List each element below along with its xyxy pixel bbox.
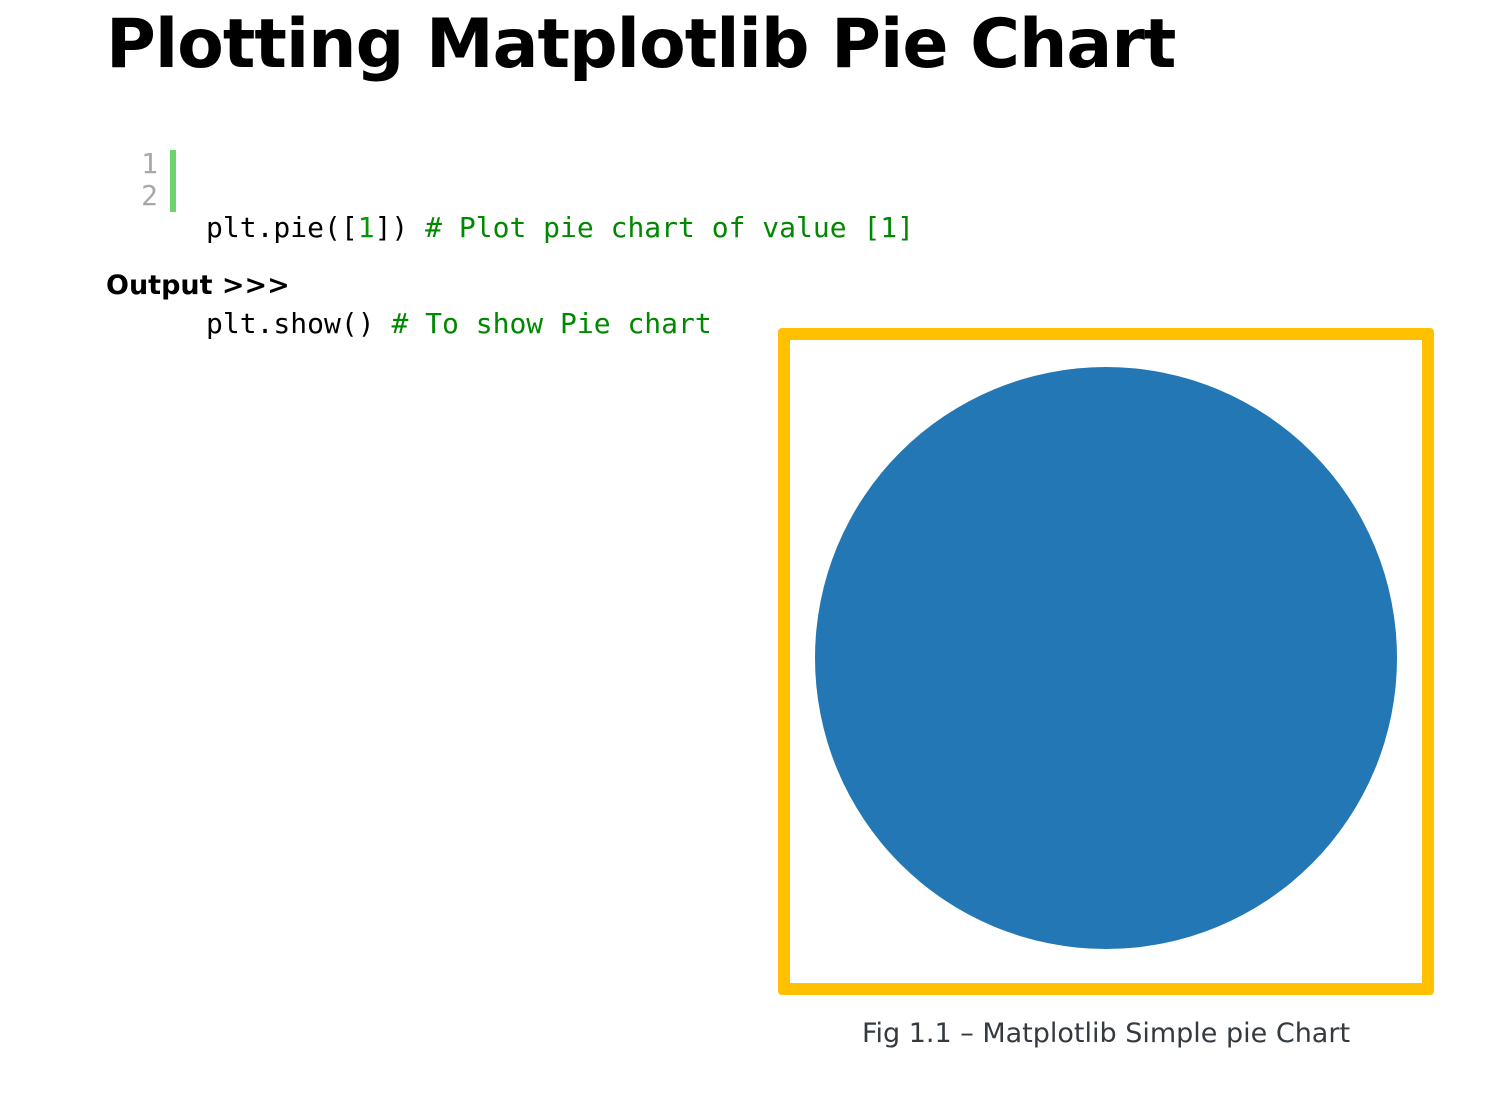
code-number-literal: 1 — [357, 211, 375, 244]
code-block: 1 2 plt.pie([1]) # Plot pie chart of val… — [120, 148, 914, 340]
figure-frame — [778, 328, 1434, 995]
code-text: plt.pie([ — [206, 211, 358, 244]
page-title: Plotting Matplotlib Pie Chart — [106, 5, 1176, 84]
output-label: Output >>> — [106, 270, 290, 301]
code-gutter-bar — [170, 150, 176, 212]
line-number: 1 — [141, 147, 158, 180]
line-number: 2 — [141, 179, 158, 212]
figure-caption: Fig 1.1 – Matplotlib Simple pie Chart — [861, 1018, 1351, 1049]
code-line-numbers: 1 2 — [120, 148, 170, 214]
pie-slice — [815, 367, 1397, 949]
code-text: plt.show() — [206, 307, 392, 340]
pie-chart — [815, 367, 1397, 949]
code-comment: # To show Pie chart — [391, 307, 712, 340]
code-text: ]) — [374, 211, 426, 244]
code-comment: # Plot pie chart of value [1] — [425, 211, 915, 244]
code-lines[interactable]: plt.pie([1]) # Plot pie chart of value [… — [176, 148, 914, 340]
code-line: plt.pie([1]) # Plot pie chart of value [… — [206, 212, 914, 244]
code-line: plt.show() # To show Pie chart — [206, 308, 914, 340]
